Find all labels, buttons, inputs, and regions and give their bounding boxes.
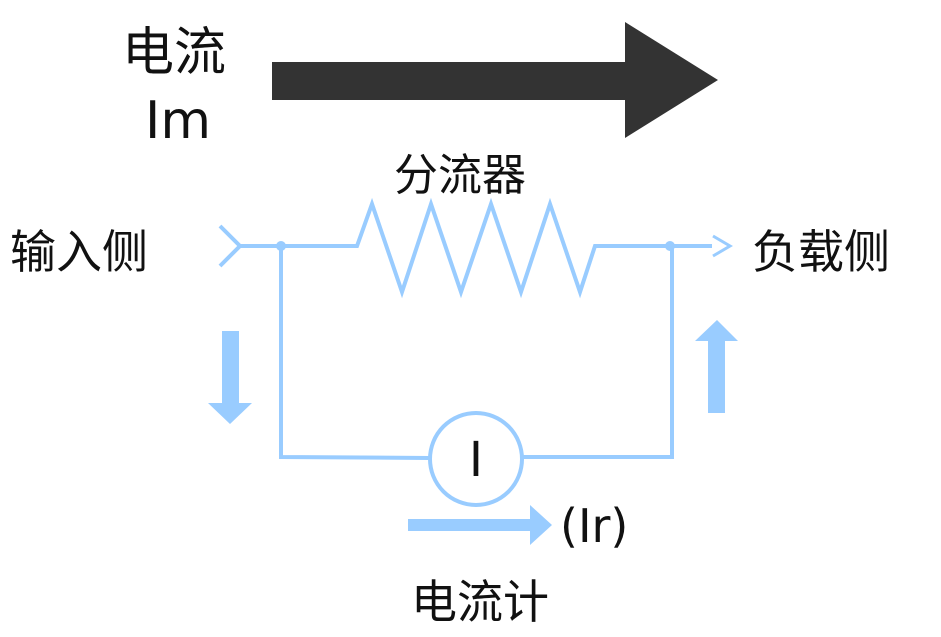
- junction-node-right: [665, 241, 675, 251]
- load-side-label: 负载侧: [752, 225, 890, 279]
- meter-loop-wire-right: [523, 246, 674, 459]
- shunt-label: 分流器: [394, 150, 526, 201]
- ammeter-symbol: [428, 411, 524, 507]
- meter-flow-arrow: [408, 505, 552, 545]
- junction-node-left: [276, 241, 286, 251]
- main-current-arrow: [272, 22, 718, 138]
- meter-loop-wire: [279, 246, 430, 460]
- output-arrowhead: [712, 234, 733, 258]
- shunt-resistor-wire: [240, 197, 712, 299]
- down-flow-arrow: [208, 331, 252, 424]
- ammeter-label: 电流计: [411, 575, 549, 629]
- current-title: 电流: [122, 23, 226, 83]
- current-symbol: Im: [145, 91, 211, 151]
- meter-current-label: (Ir): [560, 499, 628, 553]
- input-side-label: 输入侧: [10, 225, 148, 279]
- up-flow-arrow: [695, 320, 738, 413]
- meter-symbol: I: [469, 432, 483, 488]
- input-terminal: [218, 224, 243, 268]
